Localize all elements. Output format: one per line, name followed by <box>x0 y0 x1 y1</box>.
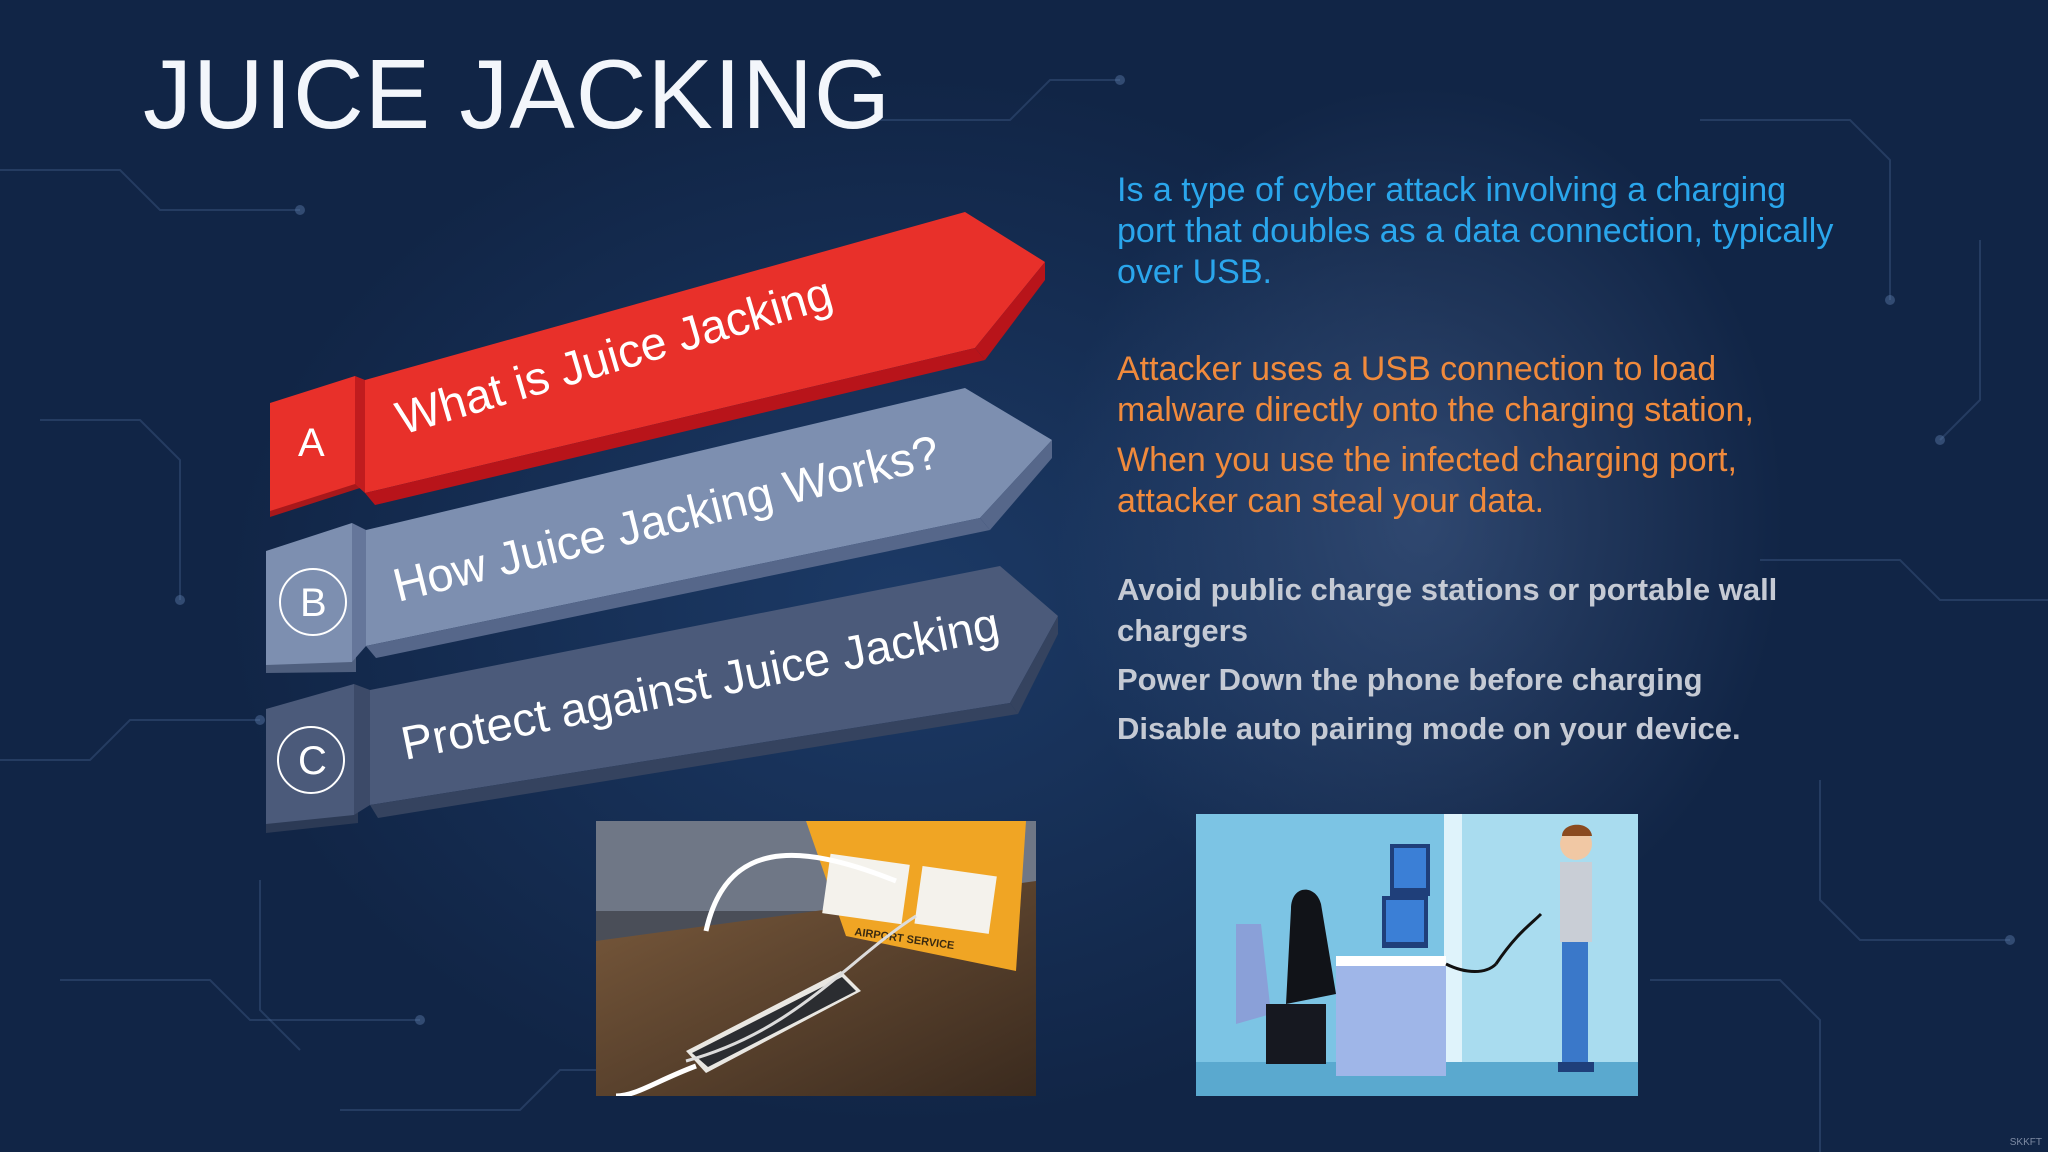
definition-text: Is a type of cyber attack involving a ch… <box>1117 171 1834 291</box>
agenda-badge-b <box>279 568 347 636</box>
watermark: SKKFT <box>2009 1137 2042 1148</box>
hacker-illustration <box>1196 814 1638 1096</box>
tip-2: Power Down the phone before charging <box>1117 662 1703 697</box>
photo-airport-charging: AIRPORT SERVICE <box>596 821 1036 1096</box>
slide-title: JUICE JACKING <box>143 39 892 149</box>
attack-text-2: When you use the infected charging port,… <box>1117 441 1737 520</box>
agenda-badge-c <box>277 726 345 794</box>
photo-hacker-illustration <box>1196 814 1638 1096</box>
agenda-letter-b: B <box>300 581 327 625</box>
airport-charging-illustration: AIRPORT SERVICE <box>596 821 1036 1096</box>
attack-text-1: Attacker uses a USB connection to load m… <box>1117 350 1754 429</box>
agenda-letter-a: A <box>298 421 325 465</box>
tip-3: Disable auto pairing mode on your device… <box>1117 711 1741 746</box>
tip-1: Avoid public charge stations or portable… <box>1117 572 1778 648</box>
agenda-letter-c: C <box>298 739 327 783</box>
